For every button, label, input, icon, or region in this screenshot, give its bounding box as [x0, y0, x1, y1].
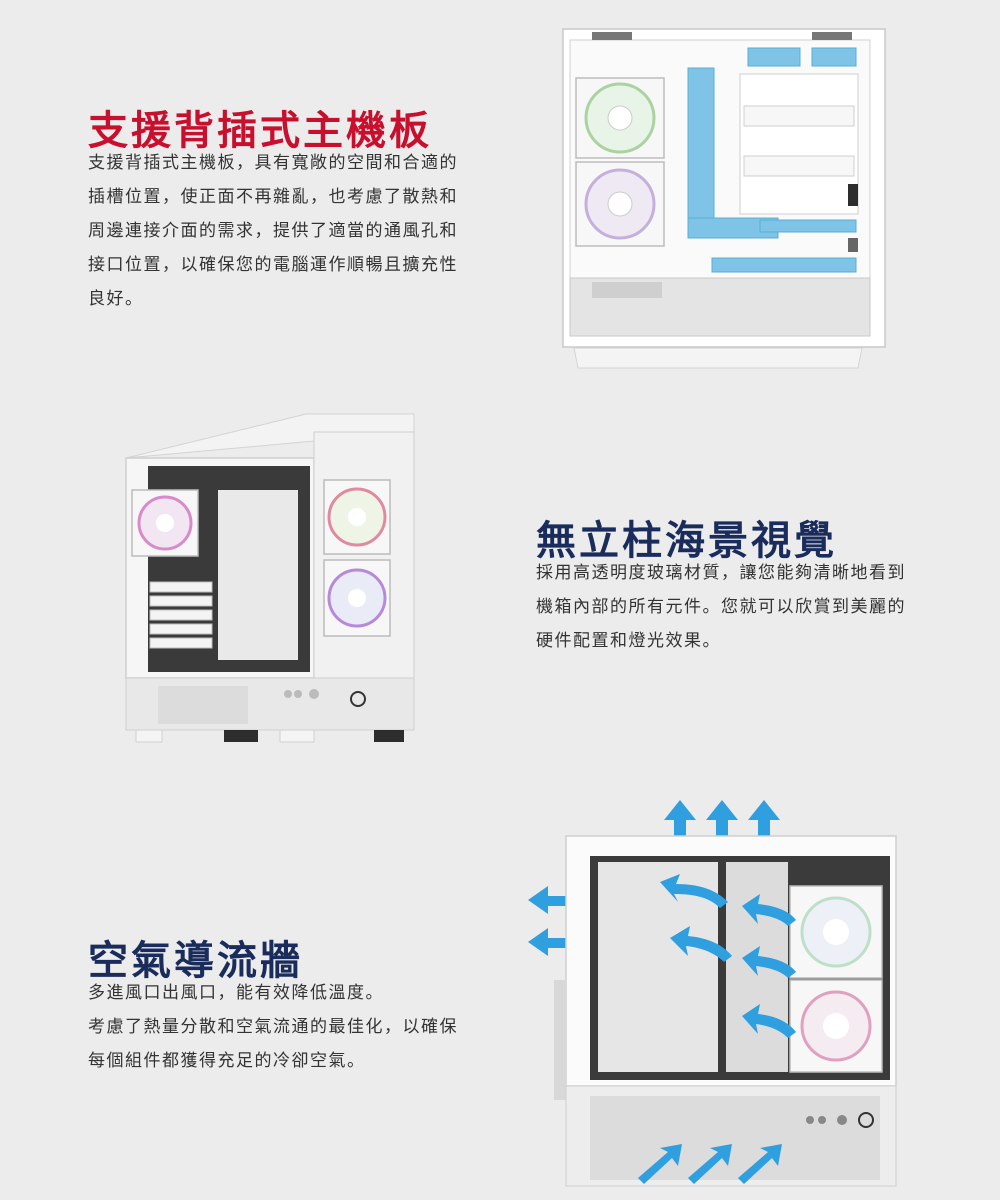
arrow-left-icon — [528, 928, 574, 956]
section2-line: 硬件配置和燈光效果。 — [536, 631, 721, 651]
section2-description: 採用高透明度玻璃材質，讓您能夠清晰地看到 機箱內部的所有元件。您就可以欣賞到美麗… — [536, 556, 936, 658]
section1-title: 支援背插式主機板 — [88, 108, 432, 154]
front-rgb-fan-icon — [323, 559, 391, 637]
section1-description: 支援背插式主機板，具有寬敞的空間和合適的 插槽位置，使正面不再雜亂，也考慮了散熱… — [88, 146, 468, 316]
section3-description: 多進風口出風口，能有效降低溫度。 考慮了熱量分散和空氣流通的最佳化，以確保 每個… — [88, 976, 488, 1078]
section2-line: 機箱內部的所有元件。您就可以欣賞到美麗的 — [536, 597, 906, 617]
rear-rgb-fan-icon — [131, 489, 199, 557]
arrow-intake-icon — [738, 1144, 782, 1184]
section1-line: 接口位置，以確保您的電腦運作順暢且擴充性 — [88, 255, 458, 275]
airflow-arrow-icon — [742, 946, 796, 978]
section1-line: 良好。 — [88, 289, 144, 309]
section1-line: 插槽位置，使正面不再雜亂，也考慮了散熱和 — [88, 187, 458, 207]
case-panoramic-image — [125, 413, 415, 743]
front-rgb-fan-icon — [789, 979, 883, 1073]
airflow-arrow-icon — [670, 926, 732, 962]
arrow-intake-icon — [688, 1144, 732, 1184]
arrow-up-icon — [748, 800, 780, 842]
section3-line: 考慮了熱量分散和空氣流通的最佳化，以確保 — [88, 1017, 458, 1037]
section1-line: 周邊連接介面的需求，提供了適當的通風孔和 — [88, 221, 458, 241]
rear-fan-icon — [575, 161, 665, 247]
section1-line: 支援背插式主機板，具有寬敞的空間和合適的 — [88, 153, 458, 173]
airflow-arrow-icon — [742, 894, 796, 926]
section2-title: 無立柱海景視覺 — [536, 518, 837, 564]
rear-fan-icon — [575, 77, 665, 159]
section2-line: 採用高透明度玻璃材質，讓您能夠清晰地看到 — [536, 563, 906, 583]
arrow-up-icon — [664, 800, 696, 842]
case-airflow-image — [528, 800, 897, 1187]
front-rgb-fan-icon — [789, 885, 883, 979]
front-rgb-fan-icon — [323, 479, 391, 555]
section3-line: 每個組件都獲得充足的冷卻空氣。 — [88, 1051, 366, 1071]
airflow-arrow-icon — [660, 874, 728, 908]
airflow-arrow-icon — [742, 1004, 796, 1038]
case-rear-view-image — [562, 28, 886, 369]
arrow-intake-icon — [638, 1144, 682, 1184]
section3-line: 多進風口出風口，能有效降低溫度。 — [88, 983, 384, 1003]
arrow-up-icon — [706, 800, 738, 842]
arrow-left-icon — [528, 886, 574, 914]
section3-title: 空氣導流牆 — [88, 938, 303, 984]
